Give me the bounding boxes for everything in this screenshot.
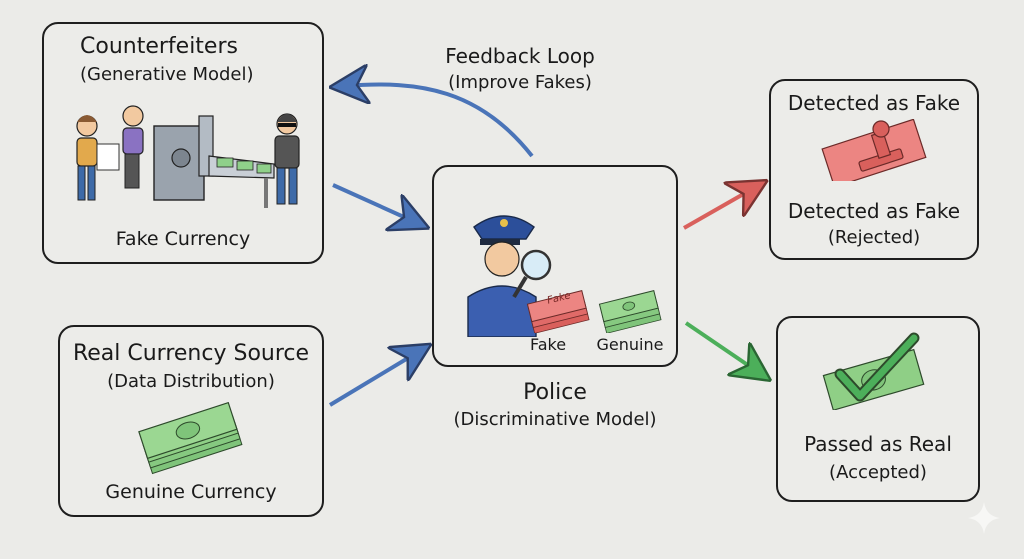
real-source-subtitle: (Data Distribution) [107, 371, 275, 392]
real-source-caption: Genuine Currency [105, 481, 277, 503]
police-to-detected-arrow [683, 188, 754, 230]
sparkle-icon [968, 502, 1000, 534]
detected-box: Detected as Fake Detected as Fake (Rejec… [769, 79, 979, 260]
police-subtitle: (Discriminative Model) [453, 409, 657, 430]
passed-subcaption: (Accepted) [829, 462, 927, 483]
detected-subcaption: (Rejected) [827, 227, 921, 248]
detected-caption: Detected as Fake [787, 199, 961, 223]
counterfeiters-title: Counterfeiters [80, 34, 238, 59]
genuine-money-stack-icon [138, 402, 243, 475]
fake-label: Fake [529, 335, 567, 354]
accepted-check-money-icon [822, 332, 925, 410]
passed-caption: Passed as Real [804, 432, 952, 456]
detected-title: Detected as Fake [787, 91, 961, 115]
counterfeiters-caption: Fake Currency [115, 228, 251, 250]
person-icon [122, 105, 144, 189]
printing-press-icon [153, 115, 275, 208]
police-officer-icon [467, 215, 552, 337]
printing-press-illustration [76, 105, 300, 208]
genuine-label: Genuine [596, 335, 664, 354]
rejected-stamp-icon [821, 119, 927, 181]
real-source-title: Real Currency Source [72, 341, 310, 366]
real-to-police-arrow [328, 352, 418, 407]
feedback-subtitle: (Improve Fakes) [448, 72, 592, 93]
police-to-passed-arrow [684, 321, 758, 372]
real-source-box: Real Currency Source (Data Distribution)… [58, 325, 324, 517]
genuine-money-stack-icon [598, 290, 662, 333]
person-icon [76, 115, 120, 201]
thief-icon [274, 113, 300, 205]
counterfeiters-subtitle: (Generative Model) [80, 64, 254, 85]
passed-box: Passed as Real (Accepted) [776, 316, 980, 502]
police-box: Fake Fake Genuine [432, 165, 678, 367]
feedback-title: Feedback Loop [445, 44, 595, 68]
police-title: Police [523, 380, 587, 405]
counterfeiters-box: Counterfeiters (Generative Model) [42, 22, 324, 264]
fake-money-stack-icon [526, 290, 590, 333]
generator-to-police-arrow [332, 183, 415, 222]
feedback-arrow [345, 85, 534, 158]
